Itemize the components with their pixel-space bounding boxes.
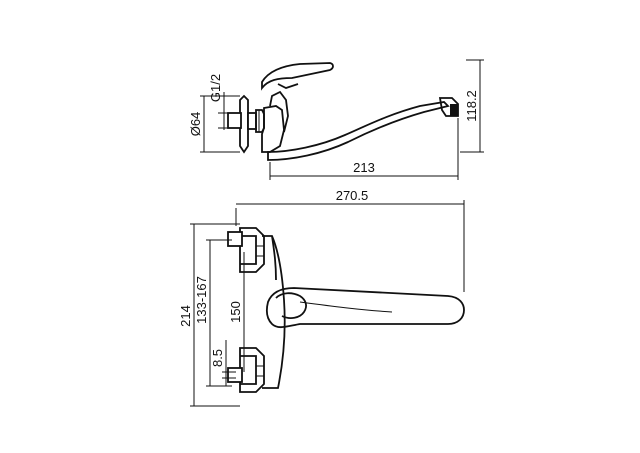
dimension-spout-reach: 213	[269, 118, 459, 180]
dimension-total-length: 270.5	[235, 188, 465, 292]
spout-side	[267, 97, 459, 161]
eccentric-connector	[247, 109, 265, 133]
side-view: G1/2 Ø64 213 118.2	[188, 59, 484, 180]
total-length-label: 270.5	[336, 188, 369, 203]
lever-handle-side	[261, 62, 334, 91]
lever-handle-front	[265, 287, 465, 329]
total-height-label: 214	[178, 305, 193, 327]
thread-label: G1/2	[208, 74, 223, 102]
wall-flange	[227, 94, 249, 154]
dimension-height: 118.2	[460, 59, 484, 153]
dimension-center-distance: 150	[228, 252, 245, 372]
upper-connector	[227, 227, 265, 273]
center-distance-label: 150	[228, 301, 243, 323]
adjustment-range-label: 133-167	[194, 276, 209, 324]
spout-reach-label: 213	[353, 160, 375, 175]
eccentric-offset-label: 8.5	[210, 349, 225, 367]
valve-body	[261, 90, 289, 153]
valve-body-front	[262, 235, 286, 389]
height-label: 118.2	[464, 90, 479, 122]
front-view: 270.5 214 133-167 150 8.5	[178, 188, 465, 407]
dimension-total-height: 214	[178, 223, 240, 407]
dimension-eccentric-offset: 8.5	[210, 340, 236, 386]
dimension-flange-diameter: Ø64	[188, 95, 240, 153]
dimension-adjustment-range: 133-167	[194, 239, 232, 387]
dimension-thread: G1/2	[208, 74, 230, 130]
flange-diameter-label: Ø64	[188, 112, 203, 137]
lower-connector	[227, 347, 265, 393]
